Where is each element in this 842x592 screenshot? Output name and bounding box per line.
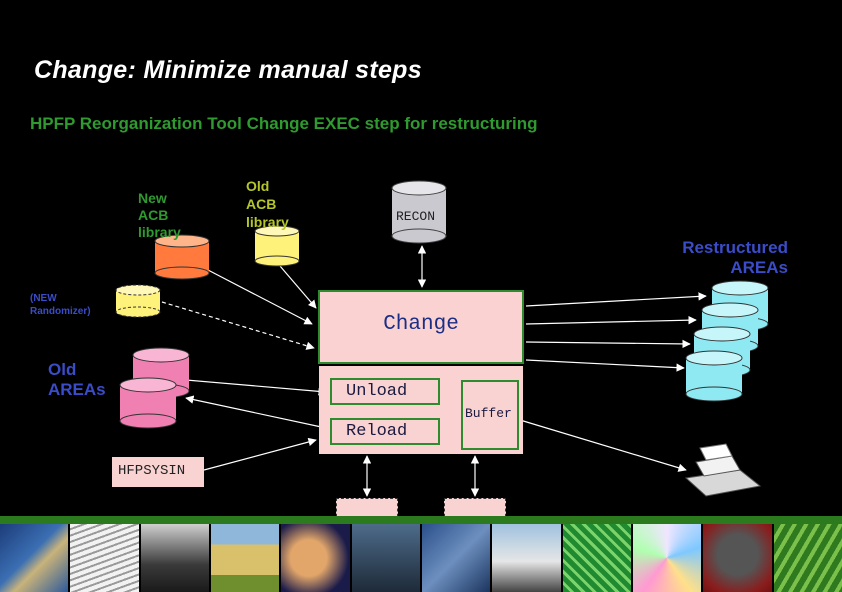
handheld-device-photo [703, 524, 774, 592]
old-areas-cylinder-front-icon [119, 377, 177, 429]
page-title: Change: Minimize manual steps [34, 56, 422, 84]
airport-photo [492, 524, 563, 592]
old-acb-cylinder-icon [254, 225, 300, 267]
change-box [318, 290, 524, 364]
reload-box: Reload [330, 418, 440, 445]
new-acb-cylinder-icon [154, 234, 210, 280]
connector-restructured-4 [525, 359, 685, 372]
new-acb-label: New ACB library [138, 190, 181, 240]
connector-old-acb [279, 265, 317, 309]
restructured-areas-label: Restructured AREAs [682, 238, 788, 277]
recon-label: RECON [396, 209, 436, 224]
randomizer-label: (NEW Randomizer) [30, 293, 91, 317]
connector-reload-old-areas [185, 395, 327, 429]
green-strip [0, 516, 842, 524]
unload-box: Unload [330, 378, 440, 405]
change-label: Change [383, 313, 459, 336]
laptop-photo [351, 524, 422, 592]
connector-restructured-2 [525, 315, 697, 325]
connector-old-areas-unload [185, 379, 327, 396]
photo-strip [0, 524, 842, 592]
connector-randomizer [161, 301, 315, 350]
document-photo [70, 524, 141, 592]
green-leaves-photo [773, 524, 842, 592]
old-areas-label: Old AREAs [48, 360, 106, 399]
page-subtitle: HPFP Reorganization Tool Change EXEC ste… [30, 114, 538, 133]
connector-new-acb [207, 269, 313, 325]
hay-bale-photo [210, 524, 282, 592]
businessman-photo [140, 524, 211, 592]
woman-phone-photo [281, 524, 352, 592]
cd-disc-photo [632, 524, 704, 592]
buffer-box: Buffer [461, 380, 519, 450]
printer-icon [684, 443, 762, 497]
hfpsysin-box: HFPSYSIN [112, 457, 204, 487]
green-circuit-photo [562, 524, 633, 592]
restructured-cylinder-4-icon [685, 350, 743, 402]
connector-printer [519, 419, 687, 472]
world-map-photo [0, 524, 71, 592]
connector-restructured-1 [525, 292, 707, 307]
transaction-photo [421, 524, 493, 592]
connector-hfpsysin [203, 437, 317, 471]
randomizer-cylinder-icon [115, 284, 161, 318]
connector-restructured-3 [525, 339, 691, 349]
old-acb-label: Old ACB library [246, 178, 289, 230]
recon-cylinder-icon [391, 180, 447, 244]
